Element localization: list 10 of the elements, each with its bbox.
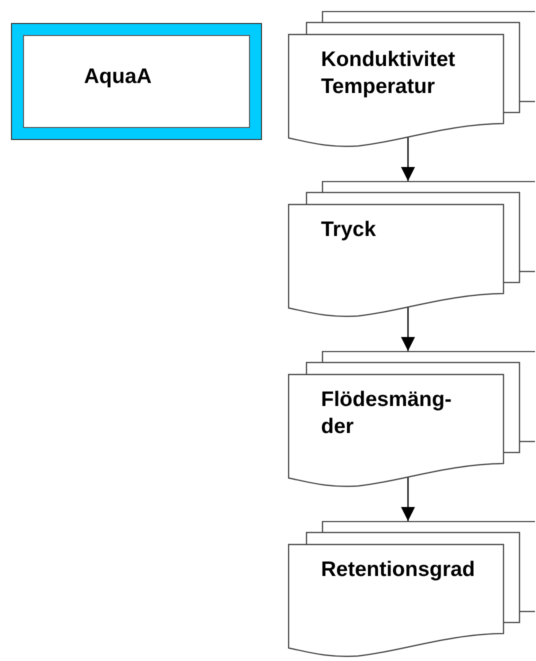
node-label: Flödesmäng- der <box>321 387 453 440</box>
multi-document-shape <box>288 351 535 487</box>
multi-document-shape <box>288 521 535 657</box>
multi-document-shape <box>288 11 535 147</box>
node-label: Konduktivitet Temperatur <box>321 47 456 100</box>
node-label: Tryck <box>321 217 377 243</box>
multi-document-shape <box>288 181 535 317</box>
system-box <box>11 23 262 140</box>
node-label: AquaA <box>84 64 152 90</box>
node-label: Retentionsgrad <box>321 557 476 583</box>
